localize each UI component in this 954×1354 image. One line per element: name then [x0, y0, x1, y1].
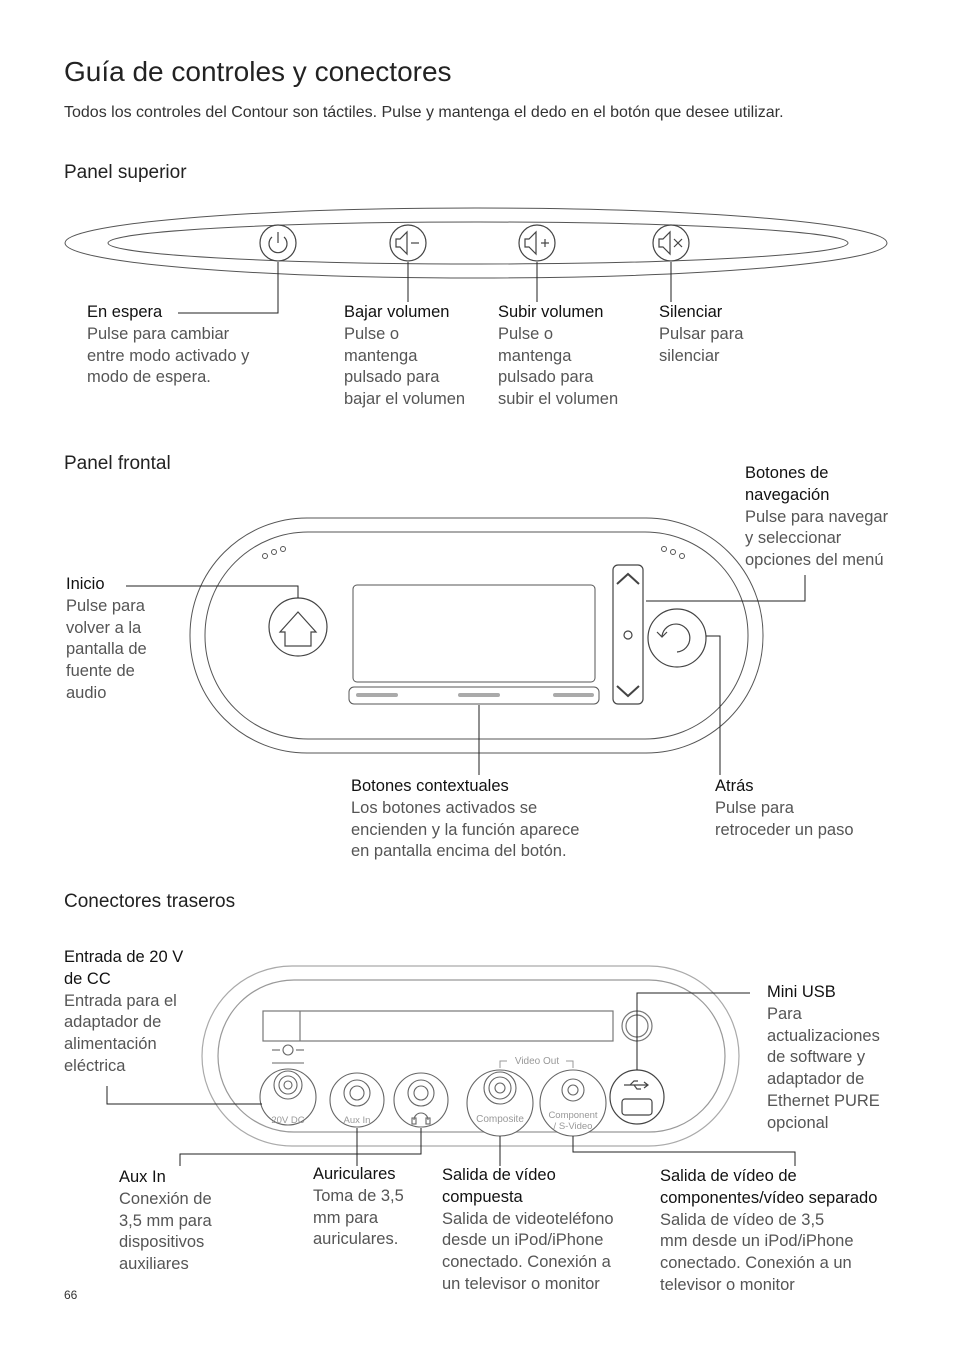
aux-in-title: Aux In [119, 1168, 166, 1186]
navigation-desc: Pulse para navegar y seleccionar opcione… [745, 507, 889, 570]
volume-down-title: Bajar volumen [344, 303, 450, 321]
back-button-icon [647, 608, 707, 668]
component-label-2: / S-Video [554, 1121, 593, 1132]
mini-usb-title: Mini USB [767, 983, 836, 1001]
composite-connector [466, 1069, 534, 1137]
dc-label: 20V DC [271, 1115, 304, 1126]
intro-text: Todos los controles del Contour son táct… [64, 104, 784, 121]
callout-dc-in: Entrada de 20 V de CC Entrada para el ad… [64, 947, 183, 1078]
mute-icon [652, 224, 690, 262]
callout-context-buttons: Botones contextuales Los botones activad… [351, 776, 579, 863]
video-out-bracket [499, 1060, 574, 1068]
callout-volume-down: Bajar volumen Pulse o mantenga pulsado p… [344, 302, 465, 411]
home-button-icon [268, 597, 328, 657]
composite-title: Salida de vídeo compuesta [442, 1166, 556, 1206]
back-title: Atrás [715, 777, 754, 795]
section-top-panel-heading: Panel superior [64, 162, 187, 183]
volume-up-desc: Pulse o mantenga pulsado para subir el v… [498, 324, 619, 409]
callout-home: Inicio Pulse para volver a la pantalla d… [66, 574, 147, 705]
volume-up-title: Subir volumen [498, 303, 604, 321]
callout-mini-usb: Mini USB Para actualizaciones de softwar… [767, 982, 880, 1135]
video-out-label: Video Out [515, 1056, 560, 1067]
back-desc: Pulse para retroceder un paso [715, 798, 854, 839]
callout-volume-up: Subir volumen Pulse o mantenga pulsado p… [498, 302, 618, 411]
callout-aux-in: Aux In Conexión de 3,5 mm para dispositi… [119, 1167, 212, 1276]
callout-composite: Salida de vídeo compuesta Salida de vide… [442, 1165, 614, 1296]
front-panel-drawing [189, 517, 764, 754]
callout-component: Salida de vídeo de componentes/vídeo sep… [660, 1166, 877, 1297]
callout-navigation: Botones de navegación Pulse para navegar… [745, 463, 888, 572]
standby-button-icon [259, 224, 297, 262]
component-label-1: Component [548, 1110, 597, 1121]
mini-usb-connector [609, 1069, 665, 1125]
context-desc: Los botones activados se encienden y la … [351, 798, 580, 861]
volume-down-desc: Pulse o mantenga pulsado para bajar el v… [344, 324, 466, 409]
home-desc: Pulse para volver a la pantalla de fuent… [66, 596, 147, 702]
callout-mute: Silenciar Pulsar para silenciar [659, 302, 743, 367]
mini-usb-desc: Para actualizaciones de software y adapt… [767, 1004, 880, 1132]
composite-label: Composite [476, 1114, 524, 1125]
page-number: 66 [64, 1288, 78, 1302]
section-front-panel-heading: Panel frontal [64, 453, 171, 474]
dc-in-connector [259, 1044, 317, 1126]
context-title: Botones contextuales [351, 777, 509, 795]
aux-in-desc: Conexión de 3,5 mm para dispositivos aux… [119, 1189, 212, 1274]
callout-headphones: Auriculares Toma de 3,5 mm para auricula… [313, 1164, 404, 1251]
headphones-desc: Toma de 3,5 mm para auriculares. [313, 1186, 404, 1249]
dc-in-title: Entrada de 20 V de CC [64, 948, 184, 988]
headphones-title: Auriculares [313, 1165, 396, 1183]
composite-desc: Salida de videoteléfono desde un iPod/iP… [442, 1209, 614, 1293]
headphones-connector [393, 1072, 449, 1128]
mute-desc: Pulsar para silenciar [659, 324, 744, 365]
standby-title: En espera [87, 303, 163, 321]
dc-in-desc: Entrada para el adaptador de alimentació… [64, 991, 177, 1075]
aux-in-connector [329, 1072, 385, 1128]
section-rear-connectors-heading: Conectores traseros [64, 891, 236, 912]
home-title: Inicio [66, 575, 105, 593]
volume-up-icon [518, 224, 556, 262]
volume-down-icon [389, 224, 427, 262]
standby-desc: Pulse para cambiar entre modo activado y… [87, 324, 250, 387]
navigation-buttons-icon [612, 564, 644, 705]
component-desc: Salida de vídeo de 3,5 mm desde un iPod/… [660, 1210, 854, 1294]
component-title: Salida de vídeo de componentes/vídeo sep… [660, 1167, 878, 1207]
callout-standby: En espera Pulse para cambiar entre modo … [87, 302, 249, 389]
top-panel-drawing [64, 207, 888, 279]
page-title: Guía de controles y conectores [64, 56, 452, 87]
aux-label: Aux In [344, 1115, 371, 1126]
navigation-title: Botones de navegación [745, 464, 830, 504]
callout-back: Atrás Pulse para retroceder un paso [715, 776, 854, 841]
mute-title: Silenciar [659, 303, 723, 321]
